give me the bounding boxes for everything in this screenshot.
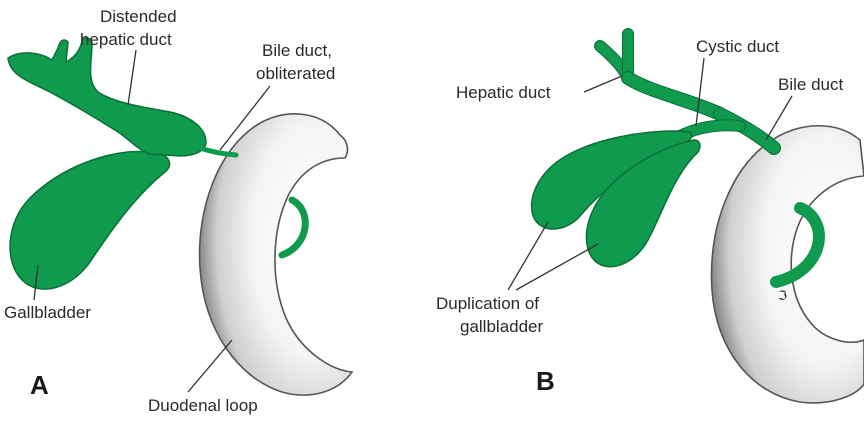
hepatic-duct [628,78,720,114]
duodenal-loop-b [712,126,864,403]
leader-hepatic-duct [584,76,622,92]
panel-a: Distended hepatic duct Bile duct, oblite… [4,7,352,415]
label-bile-duct: Bile duct [778,75,843,94]
label-duodenal-loop: Duodenal loop [148,396,258,415]
leader-duplication-1 [508,222,548,290]
bile-duct-hook-a [282,200,305,255]
panel-b: ℑ Hepatic duct Cystic duct Bile duct Dup… [436,34,864,403]
leader-cystic-duct [696,58,704,126]
label-bile-obliterated-line2: obliterated [256,64,335,83]
leader-duodenal-loop [188,340,232,392]
label-hepatic-duct: Hepatic duct [456,83,551,102]
distended-hepatic-duct-a [8,38,206,156]
panel-letter-b: B [536,366,555,396]
label-duplication-line1: Duplication of [436,294,539,313]
duodenal-loop-a [200,114,352,395]
label-bile-obliterated-line1: Bile duct, [262,41,332,60]
gallbladder-a [10,151,170,289]
leader-distended [128,50,136,105]
label-distended-line2: hepatic duct [80,30,172,49]
panel-letter-a: A [30,370,49,400]
leader-duplication-2 [516,244,598,290]
label-distended-line1: Distended [100,7,177,26]
label-gallbladder: Gallbladder [4,303,91,322]
label-duplication-line2: gallbladder [460,317,544,336]
label-cystic-duct: Cystic duct [696,37,779,56]
papilla-mark: ℑ [778,288,787,303]
